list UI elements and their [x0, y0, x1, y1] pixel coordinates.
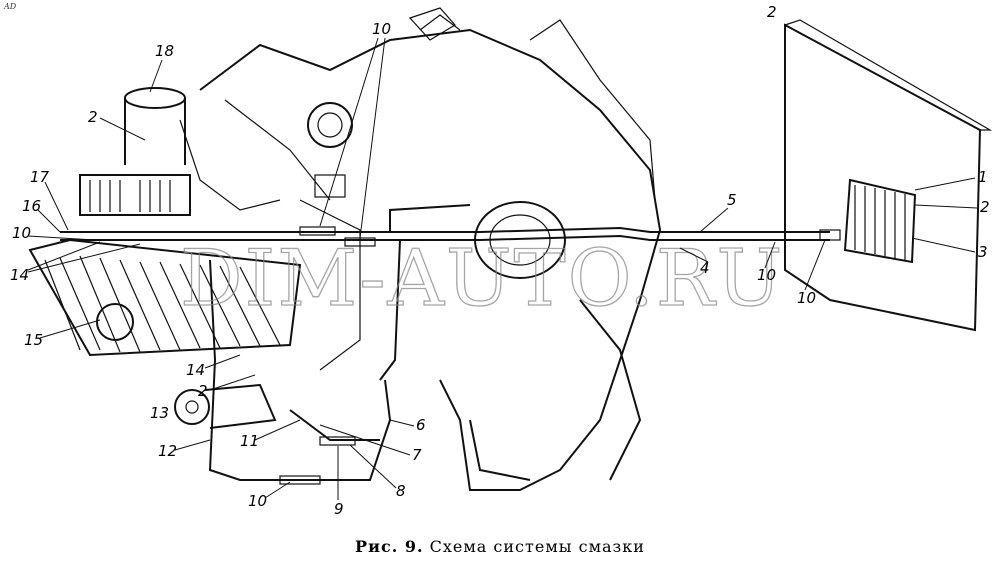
radiator	[784, 19, 993, 332]
callout-10: 10	[797, 289, 816, 307]
callout-11: 11	[240, 432, 259, 450]
callout-2: 2	[198, 382, 208, 400]
callout-10: 10	[248, 492, 267, 510]
callout-18: 18	[155, 42, 174, 60]
caption-title: Схема системы смазки	[429, 537, 645, 556]
oil-cooler	[28, 238, 302, 357]
callout-14: 14	[186, 361, 205, 379]
callout-1: 1	[978, 168, 988, 186]
callout-10: 10	[12, 224, 31, 242]
figure-caption: Рис. 9. Схема системы смазки	[0, 537, 1000, 556]
callout-16: 16	[22, 197, 41, 215]
oil-filter	[79, 87, 191, 216]
oil-pump	[474, 201, 566, 279]
callout-6: 6	[416, 416, 426, 434]
callout-2: 2	[88, 108, 98, 126]
callout-9: 9	[334, 500, 344, 518]
callout-15: 15	[24, 331, 43, 349]
callout-7: 7	[412, 446, 422, 464]
callout-2: 2	[980, 198, 990, 216]
watermark: DIM-AUTO.RU	[180, 234, 784, 324]
callout-13: 13	[150, 404, 169, 422]
callout-17: 17	[30, 168, 50, 186]
callout-4: 4	[700, 259, 710, 277]
callout-2: 2	[767, 3, 777, 21]
callout-10: 10	[757, 266, 776, 284]
callout-14: 14	[10, 266, 29, 284]
corner-mark: AD	[4, 2, 17, 11]
callout-5: 5	[727, 191, 737, 209]
callouts: 18 2 17 16 10 14 15 14 2 13 12 11 10 9 8…	[10, 3, 990, 518]
caption-prefix: Рис. 9.	[355, 537, 424, 556]
engine-block	[179, 7, 662, 491]
callout-3: 3	[978, 243, 988, 261]
callout-10: 10	[372, 20, 391, 38]
heater-motor	[174, 383, 277, 429]
callout-8: 8	[396, 482, 406, 500]
callout-12: 12	[158, 442, 177, 460]
